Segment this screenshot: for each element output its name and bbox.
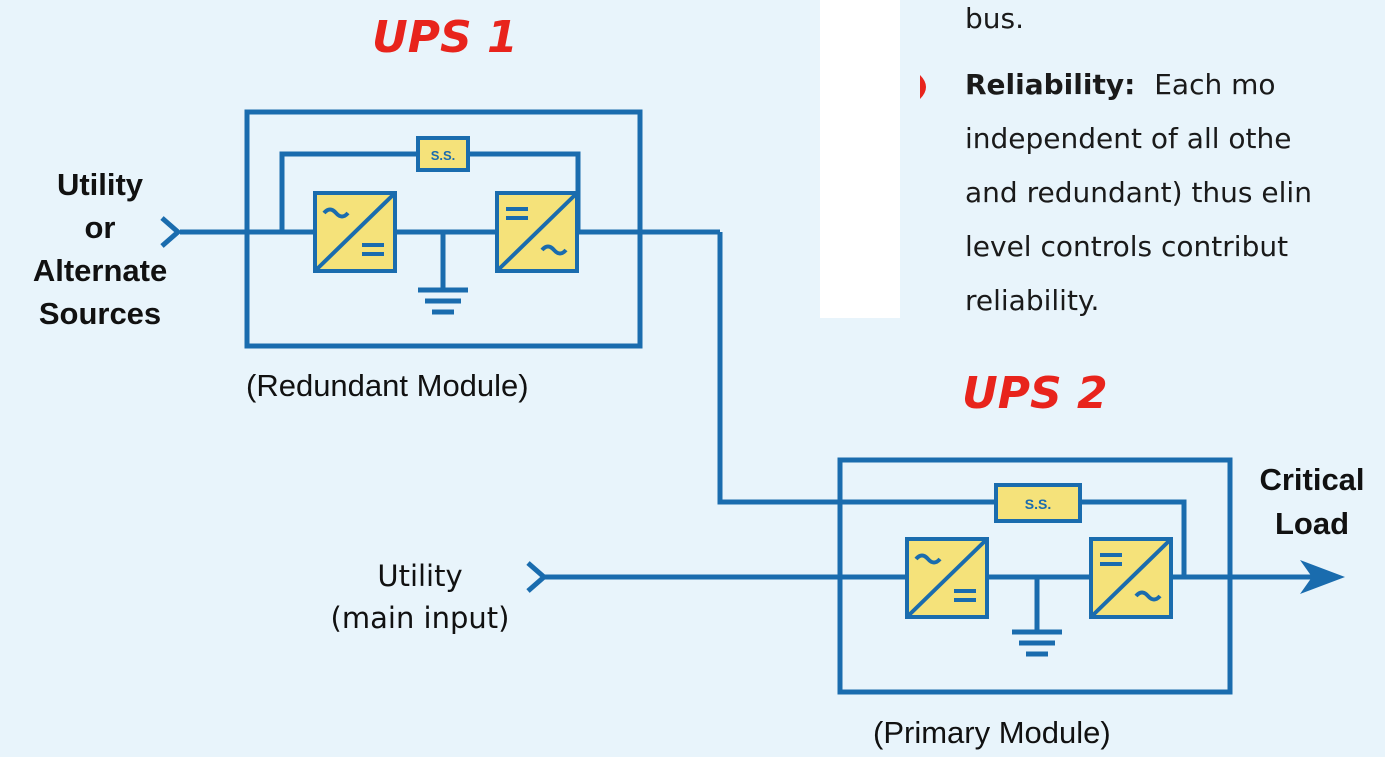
redundant-module-label: (Redundant Module): [246, 368, 529, 403]
ups1-to-ups2-line: [717, 232, 995, 505]
bullet-icon: [920, 75, 926, 99]
ups1-static-switch: [416, 136, 470, 172]
ups2-static-switch-label: S.S.: [1025, 496, 1051, 512]
main-input-line-1: Utility: [377, 559, 463, 593]
ups2-rectifier-icon: [905, 537, 989, 619]
critical-load-label: Critical Load: [1232, 458, 1385, 546]
side-text-line-5: reliability.: [965, 284, 1100, 317]
critical-load-line-1: Critical: [1259, 462, 1365, 497]
side-text-line-0: bus.: [965, 2, 1025, 35]
alt-source-line-1: Utility: [56, 167, 144, 202]
side-text-bullet-line: Reliability: Each mo: [965, 64, 1276, 106]
side-text-line-1: Each mo: [1154, 68, 1276, 101]
bullet-heading: Reliability:: [965, 68, 1136, 101]
main-input-label: Utility (main input): [300, 555, 540, 639]
ups1-ground-icon: [418, 287, 468, 315]
ups2-inverter-icon: [1089, 537, 1173, 619]
main-input-line-2: (main input): [330, 601, 510, 635]
side-text-line-2: independent of all othe: [965, 122, 1292, 155]
ups2-input-chevron-icon: [526, 561, 548, 593]
primary-module-label: (Primary Module): [873, 715, 1111, 750]
side-text-line-3: and redundant) thus elin: [965, 176, 1312, 209]
ups2-title: UPS 2: [962, 368, 1108, 419]
ups1-module-box: [244, 109, 643, 349]
alt-source-line-3: Alternate: [32, 253, 168, 288]
ups1-inverter-icon: [495, 191, 579, 273]
ups1-input-chevron-icon: [160, 216, 182, 248]
ups1-rectifier-icon: [313, 191, 397, 273]
alt-source-label: Utility or Alternate Sources: [15, 166, 185, 338]
ups1-static-switch-label: S.S.: [431, 148, 456, 163]
side-text-line-4: level controls contribut: [965, 230, 1289, 263]
critical-load-line-2: Load: [1274, 506, 1350, 541]
text-panel-left-edge: [820, 0, 900, 318]
output-arrow-icon: [1300, 560, 1345, 594]
ups2-bypass-line: [1080, 499, 1187, 577]
ups2-static-switch: [994, 483, 1082, 523]
alt-source-line-2: or: [84, 210, 116, 245]
ups1-title: UPS 1: [372, 12, 518, 63]
alt-source-line-4: Sources: [38, 296, 162, 331]
ups2-ground-icon: [1012, 629, 1062, 657]
